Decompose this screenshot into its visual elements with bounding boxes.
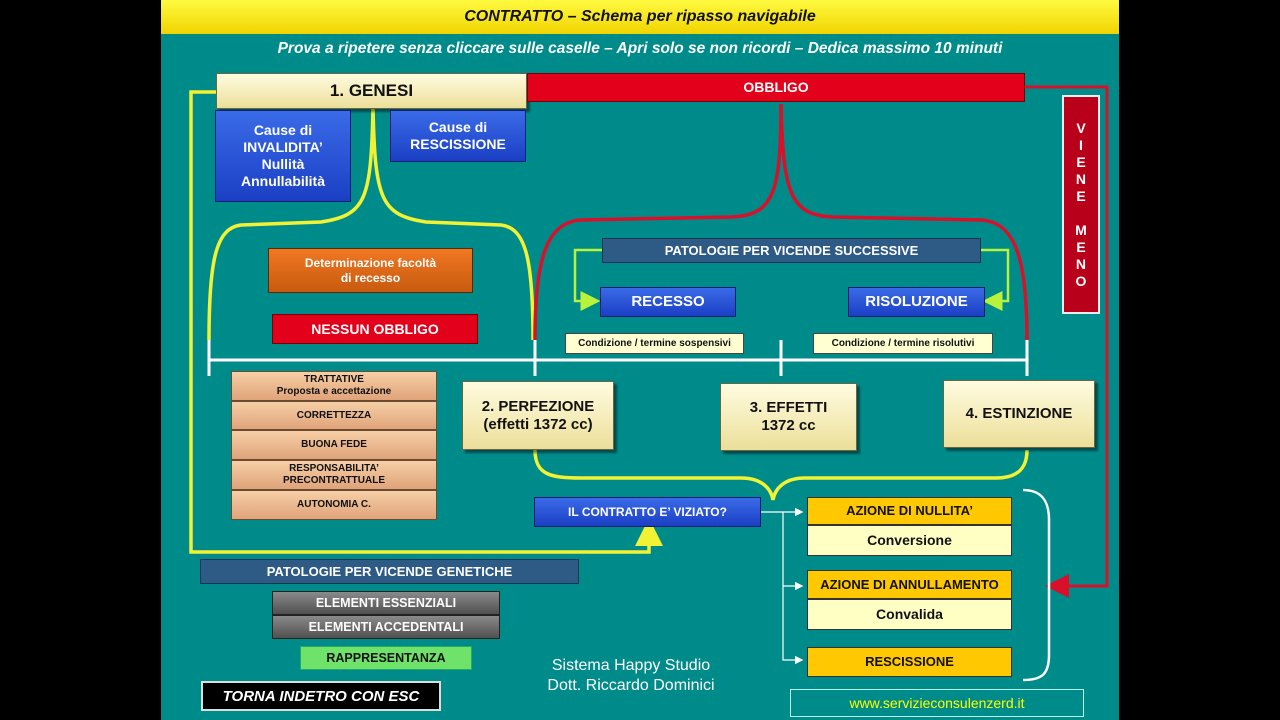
patologie-genetiche-header[interactable]: PATOLOGIE PER VICENDE GENETICHE: [200, 559, 579, 584]
credit-line-1: Sistema Happy Studio: [551, 657, 711, 674]
back-esc-button[interactable]: TORNA INDETRO CON ESC: [201, 681, 441, 711]
azione-annullamento-header[interactable]: AZIONE DI ANNULLAMENTO: [807, 570, 1012, 599]
viene-meno-box[interactable]: V I E N E M E N O: [1062, 95, 1100, 314]
precontract-item-autonomia[interactable]: AUTONOMIA C.: [231, 490, 437, 520]
conversione-box[interactable]: Conversione: [807, 525, 1012, 556]
condizione-risolutivi-label[interactable]: Condizione / termine risolutivi: [813, 333, 993, 354]
precontract-item-trattative[interactable]: TRATTATIVE Proposta e accettazione: [231, 371, 437, 401]
rescissione-action-box[interactable]: RESCISSIONE: [807, 647, 1012, 677]
slide: CONTRATTO – Schema per ripasso navigabil…: [161, 0, 1119, 720]
perfezione-box[interactable]: 2. PERFEZIONE (effetti 1372 cc): [462, 381, 614, 450]
credit-line-2: Dott. Riccardo Dominici: [547, 677, 715, 694]
determinazione-recesso-button[interactable]: Determinazione facoltà di recesso: [268, 248, 473, 293]
effetti-box[interactable]: 3. EFFETTI 1372 cc: [720, 383, 857, 451]
website-link[interactable]: www.servizieconsulenzerd.it: [790, 689, 1084, 717]
convalida-box[interactable]: Convalida: [807, 599, 1012, 630]
connector-lines: [189, 85, 1109, 682]
precontract-item-buona-fede[interactable]: BUONA FEDE: [231, 430, 437, 460]
obbligo-box[interactable]: OBBLIGO: [527, 73, 1025, 102]
page-title: CONTRATTO – Schema per ripasso navigabil…: [161, 0, 1119, 34]
cause-rescissione-button[interactable]: Cause di RESCISSIONE: [390, 110, 526, 162]
precontract-item-responsabilita[interactable]: RESPONSABILITA’ PRECONTRATTUALE: [231, 460, 437, 490]
nessun-obbligo-button[interactable]: NESSUN OBBLIGO: [272, 314, 478, 344]
condizione-sospensivi-label[interactable]: Condizione / termine sospensivi: [565, 333, 744, 354]
elementi-accedentali-button[interactable]: ELEMENTI ACCEDENTALI: [272, 615, 500, 639]
rappresentanza-button[interactable]: RAPPRESENTANZA: [300, 646, 472, 670]
elementi-essenziali-button[interactable]: ELEMENTI ESSENZIALI: [272, 591, 500, 615]
recesso-button[interactable]: RECESSO: [600, 287, 736, 317]
patologie-successive-header[interactable]: PATOLOGIE PER VICENDE SUCCESSIVE: [602, 238, 981, 263]
page-subtitle: Prova a ripetere senza cliccare sulle ca…: [277, 40, 1003, 57]
credit-text: Sistema Happy Studio Dott. Riccardo Domi…: [521, 656, 741, 696]
contratto-viziato-button[interactable]: IL CONTRATTO E’ VIZIATO?: [534, 497, 761, 527]
cause-invalidita-button[interactable]: Cause di INVALIDITA’ Nullità Annullabili…: [215, 110, 351, 202]
risoluzione-button[interactable]: RISOLUZIONE: [848, 287, 985, 317]
azione-nullita-header[interactable]: AZIONE DI NULLITA’: [807, 497, 1012, 525]
precontract-item-correttezza[interactable]: CORRETTEZZA: [231, 401, 437, 430]
genesi-box[interactable]: 1. GENESI: [216, 73, 527, 109]
estinzione-box[interactable]: 4. ESTINZIONE: [943, 380, 1095, 448]
